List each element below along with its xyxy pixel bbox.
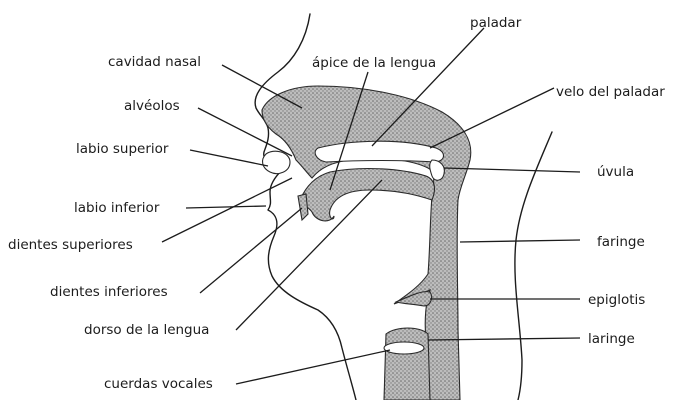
label-labio-inferior: labio inferior [74,200,160,216]
label-epiglotis: epiglotis [588,292,645,308]
label-alveolos: alvéolos [124,98,180,114]
label-laringe: laringe [588,331,635,347]
leader-labio-superior [190,150,268,166]
upper-lip-shape [263,151,290,173]
palate-shading [262,86,471,400]
label-faringe: faringe [597,234,645,250]
vocal-cords-shape [384,342,424,354]
label-cavidad-nasal: cavidad nasal [108,54,201,70]
larynx-shading [384,292,432,400]
label-dientes-superiores: dientes superiores [8,237,133,253]
neck-back-outline [515,132,552,400]
leader-dientes-inferiores [200,208,302,293]
label-labio-superior: labio superior [76,141,169,157]
leader-lines [162,28,580,384]
label-velo-paladar: velo del paladar [556,84,665,100]
nasal-palate-band [262,86,471,400]
leader-faringe [460,240,580,242]
label-apice-lengua: ápice de la lengua [312,55,436,71]
label-dorso-lengua: dorso de la lengua [84,322,209,338]
leader-cavidad-nasal [222,65,302,108]
label-cuerdas-vocales: cuerdas vocales [104,376,213,392]
label-paladar: paladar [470,15,522,31]
larynx-column [384,328,430,400]
leader-cuerdas-vocales [236,350,390,384]
labels: cavidad nasal ápice de la lengua paladar… [8,15,665,392]
label-dientes-inferiores: dientes inferiores [50,284,168,300]
label-uvula: úvula [597,164,634,180]
leader-labio-inferior [186,206,266,208]
lower-teeth [298,194,308,220]
